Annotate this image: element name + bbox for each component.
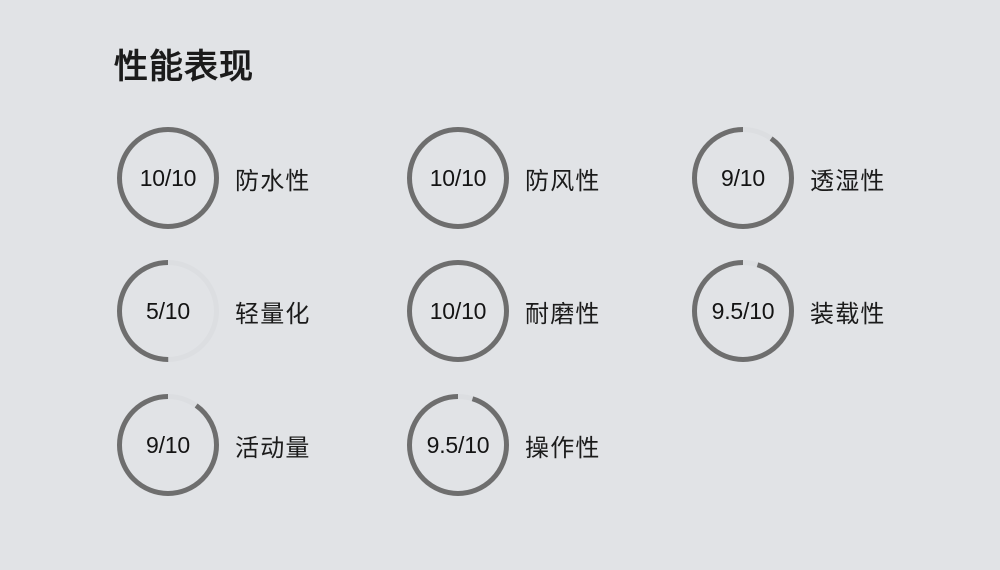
gauge-progress-arc bbox=[692, 260, 794, 362]
gauge-value-capacity: 9.5/10 bbox=[711, 297, 775, 324]
gauge-label-mobility: 活动量 bbox=[235, 434, 311, 462]
gauge-value-breathability: 9/10 bbox=[721, 164, 765, 191]
gauge-progress-arc bbox=[117, 260, 219, 362]
gauge-ring-operability: 9.5/10 bbox=[407, 394, 509, 496]
gauge-item-waterproof: 10/10 防水性 bbox=[117, 123, 311, 233]
gauge-value-mobility: 9/10 bbox=[146, 431, 190, 458]
gauge-label-capacity: 装载性 bbox=[810, 300, 886, 328]
gauge-progress-arc bbox=[692, 127, 794, 229]
gauge-progress-arc bbox=[407, 127, 509, 229]
gauge-ring-breathability: 9/10 bbox=[692, 127, 794, 229]
page-title: 性能表现 bbox=[114, 48, 254, 86]
gauge-label-operability: 操作性 bbox=[525, 434, 601, 462]
gauge-item-mobility: 9/10 活动量 bbox=[117, 390, 311, 500]
gauge-item-operability: 9.5/10 操作性 bbox=[407, 390, 601, 500]
gauge-item-abrasion: 10/10 耐磨性 bbox=[407, 256, 601, 366]
gauge-value-windproof: 10/10 bbox=[429, 164, 487, 191]
gauge-ring-abrasion: 10/10 bbox=[407, 260, 509, 362]
gauge-label-breathability: 透湿性 bbox=[810, 167, 886, 195]
gauge-item-capacity: 9.5/10 装载性 bbox=[692, 256, 886, 366]
gauge-value-operability: 9.5/10 bbox=[426, 431, 490, 458]
gauge-label-abrasion: 耐磨性 bbox=[525, 300, 601, 328]
gauge-value-abrasion: 10/10 bbox=[429, 297, 487, 324]
gauge-item-lightweight: 5/10 轻量化 bbox=[117, 256, 311, 366]
gauge-progress-arc bbox=[407, 260, 509, 362]
gauge-ring-windproof: 10/10 bbox=[407, 127, 509, 229]
gauge-label-waterproof: 防水性 bbox=[235, 167, 311, 195]
gauge-progress-arc bbox=[117, 394, 219, 496]
gauge-label-lightweight: 轻量化 bbox=[235, 300, 311, 328]
gauge-ring-lightweight: 5/10 bbox=[117, 260, 219, 362]
gauge-progress-arc bbox=[407, 394, 509, 496]
gauge-ring-mobility: 9/10 bbox=[117, 394, 219, 496]
gauge-ring-capacity: 9.5/10 bbox=[692, 260, 794, 362]
gauge-value-lightweight: 5/10 bbox=[146, 297, 190, 324]
gauge-item-breathability: 9/10 透湿性 bbox=[692, 123, 886, 233]
gauge-value-waterproof: 10/10 bbox=[139, 164, 197, 191]
gauge-label-windproof: 防风性 bbox=[525, 167, 601, 195]
gauge-item-windproof: 10/10 防风性 bbox=[407, 123, 601, 233]
gauge-progress-arc bbox=[117, 127, 219, 229]
gauge-ring-waterproof: 10/10 bbox=[117, 127, 219, 229]
